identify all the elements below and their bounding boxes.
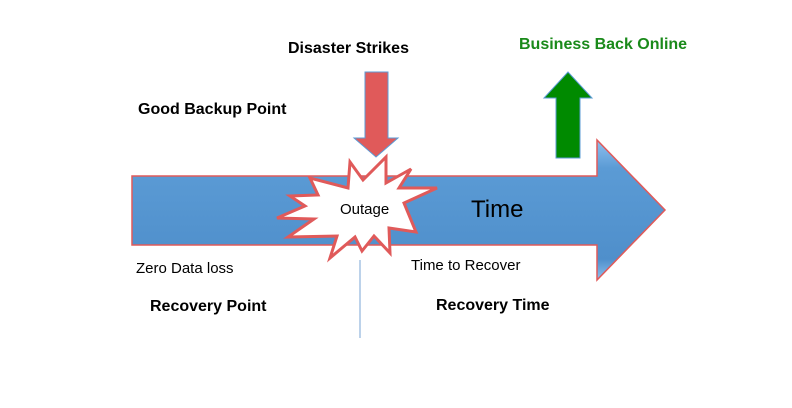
disaster-arrow (352, 71, 400, 158)
outage-label: Outage (340, 201, 390, 218)
time-label: Time (471, 196, 524, 223)
recovery-point-label: Recovery Point (150, 298, 267, 315)
online-arrow (542, 71, 594, 159)
recovery-time-label: Recovery Time (436, 297, 550, 314)
time-to-recover-label: Time to Recover (411, 257, 521, 274)
zero-loss-label: Zero Data loss (136, 260, 234, 277)
disaster-label: Disaster Strikes (288, 40, 409, 57)
backup-label: Good Backup Point (138, 101, 287, 118)
online-label: Business Back Online (519, 36, 688, 53)
outage-starburst (276, 153, 438, 263)
